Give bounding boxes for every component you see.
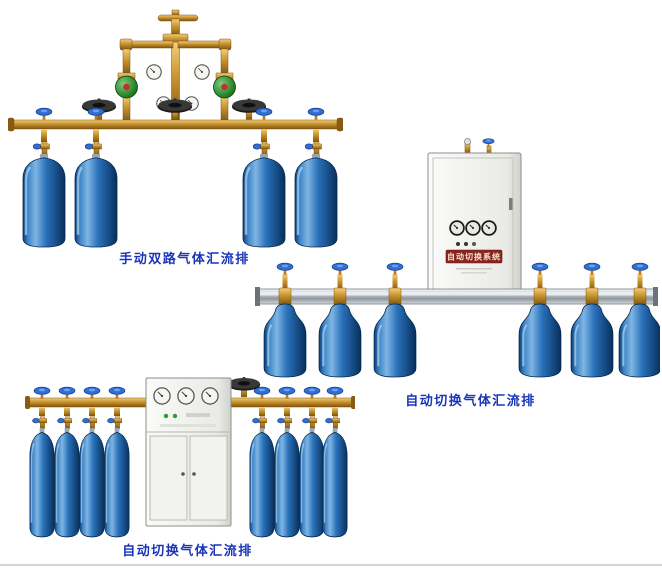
product-caption: 自动切换气体汇流排 xyxy=(122,543,253,558)
cylinder-valve xyxy=(82,416,98,429)
cylinder-valve-wheel xyxy=(386,262,404,275)
product-caption: 手动双路气体汇流排 xyxy=(119,251,250,266)
gas-cylinder xyxy=(28,428,56,538)
cylinder-valve xyxy=(277,416,293,429)
cylinder-connections xyxy=(32,407,341,429)
indicator-light xyxy=(163,413,169,419)
cylinder-valve-wheel xyxy=(331,262,349,275)
gas-cylinder xyxy=(298,428,326,538)
control-cabinet xyxy=(145,377,232,527)
cabinet-name-plate-text: 自动切换系统 xyxy=(447,252,501,262)
pressure-gauge xyxy=(481,220,497,236)
cabinet-name-plate xyxy=(445,249,503,264)
shutoff-valves xyxy=(81,98,267,120)
cylinder-valve-wheel xyxy=(631,262,649,275)
cylinder-valve xyxy=(302,416,318,429)
manifold-pipes xyxy=(8,9,343,132)
control-cabinet: 自动切换系统 xyxy=(427,138,522,301)
cabinet-door-handle xyxy=(192,472,196,476)
product-manual-dual-manifold: 手动双路气体汇流排 xyxy=(8,8,343,267)
manifold-rail-assembly xyxy=(255,262,658,306)
cabinet-door-handle xyxy=(509,198,513,210)
product-auto-switch-manifold-cabinet: 自动切换气体汇流排 xyxy=(20,374,355,559)
product-auto-switch-manifold-rail: 自动切换系统 xyxy=(253,138,660,409)
cylinder-valve-wheel xyxy=(583,262,601,275)
pressure-gauge xyxy=(201,387,219,405)
cabinet-door xyxy=(189,435,228,521)
gas-cylinder xyxy=(518,303,562,378)
gas-cylinders xyxy=(263,303,660,378)
cylinder-valve xyxy=(325,416,341,429)
pressure-regulators xyxy=(115,64,236,111)
gas-cylinder xyxy=(248,428,276,538)
cylinder-connections xyxy=(33,107,325,156)
cylinder-valve-wheel xyxy=(276,262,294,275)
bottom-divider xyxy=(0,564,662,566)
gas-cylinder xyxy=(21,154,67,248)
cabinet-door-handle xyxy=(181,472,185,476)
indicator-light xyxy=(456,242,460,246)
pressure-gauge xyxy=(465,220,481,236)
gas-cylinder xyxy=(318,303,362,378)
cabinet-door xyxy=(149,435,188,521)
gas-cylinder xyxy=(273,428,301,538)
pressure-gauge xyxy=(194,64,210,80)
manual-manifold-illustration xyxy=(8,9,343,248)
cylinder-valve xyxy=(57,416,73,429)
auto-manifold-illustration: 自动切换系统 xyxy=(255,138,660,378)
cylinder-valve xyxy=(252,416,268,429)
indicator-light xyxy=(472,242,476,246)
cylinder-valve xyxy=(32,416,48,429)
pressure-gauge xyxy=(449,220,465,236)
valve-handwheel xyxy=(227,376,261,398)
auto-manifold-cabinet-illustration xyxy=(25,376,355,538)
cylinder-valve xyxy=(85,141,102,156)
indicator-light xyxy=(172,413,178,419)
pressure-gauge xyxy=(153,387,171,405)
cylinder-valve-wheel xyxy=(531,262,549,275)
gas-cylinder xyxy=(618,303,660,378)
pressure-gauge xyxy=(146,64,162,80)
gas-cylinder xyxy=(103,428,131,538)
cylinder-valve xyxy=(107,416,123,429)
gas-cylinder xyxy=(321,428,349,538)
pressure-gauge xyxy=(177,387,195,405)
gas-cylinder xyxy=(73,154,119,248)
valve-handwheel xyxy=(157,98,193,120)
indicator-light xyxy=(464,242,468,246)
gas-cylinder xyxy=(78,428,106,538)
gas-cylinder xyxy=(570,303,614,378)
gas-cylinder xyxy=(263,303,307,378)
cylinder-valve xyxy=(33,141,50,156)
gas-cylinder xyxy=(373,303,417,378)
product-caption: 自动切换气体汇流排 xyxy=(405,393,536,408)
gas-cylinder xyxy=(53,428,81,538)
